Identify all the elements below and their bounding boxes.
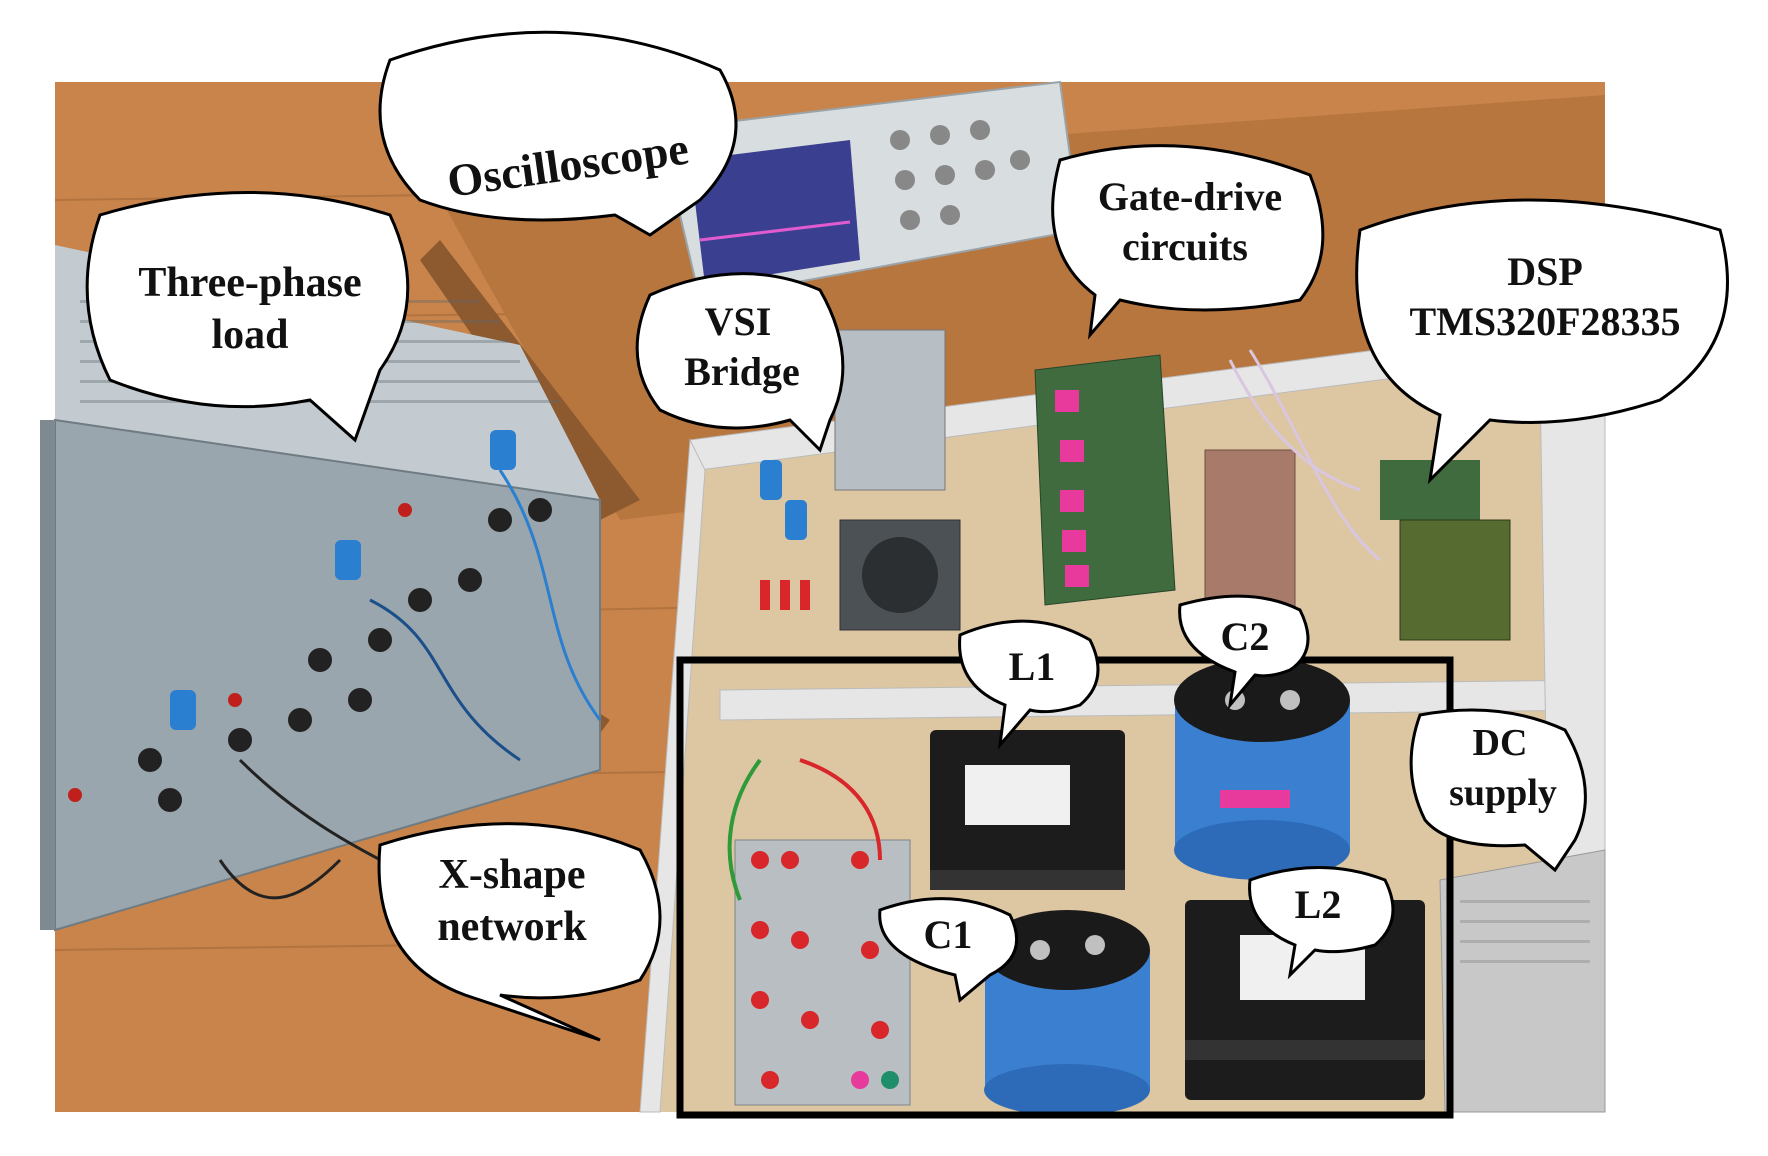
dc-supply-label-line2: supply <box>1449 772 1557 814</box>
dsp-label-line1: DSP <box>1507 249 1583 294</box>
callout-dc-supply: DC supply <box>1409 708 1587 873</box>
inductor-l1 <box>930 730 1125 890</box>
gate-drive-label-line2: circuits <box>1122 224 1248 269</box>
vsi-bridge-module <box>760 329 961 631</box>
callout-dsp: DSP TMS320F28335 <box>1355 198 1729 485</box>
dc-supply-label-line1: DC <box>1473 722 1528 764</box>
callout-c2: C2 <box>1178 594 1310 711</box>
callout-three-phase-load: Three-phase load <box>85 191 410 443</box>
oscilloscope-device <box>658 80 1082 302</box>
x-shape-label-line2: network <box>437 904 587 950</box>
callout-l2: L2 <box>1248 866 1395 980</box>
l2-label: L2 <box>1295 882 1342 927</box>
callout-c1: C1 <box>878 897 1019 1003</box>
callout-vsi-bridge: VSI Bridge <box>635 272 845 453</box>
dsp-board <box>1380 460 1511 641</box>
dsp-label-line2: TMS320F28335 <box>1409 299 1680 344</box>
inductor-l2 <box>1185 900 1425 1100</box>
callout-x-shape-network: X-shape network <box>377 822 662 1042</box>
three-phase-label-line2: load <box>211 312 288 358</box>
capacitor-c2 <box>1174 658 1350 880</box>
x-shape-label-line1: X-shape <box>438 852 585 898</box>
c1-label: C1 <box>924 912 973 957</box>
vsi-label-line2: Bridge <box>684 349 800 394</box>
x-shape-network-board <box>727 758 911 1106</box>
gate-drive-label-line1: Gate-drive <box>1098 174 1282 219</box>
capacitor-c1 <box>984 910 1150 1116</box>
c2-label: C2 <box>1221 614 1270 659</box>
vsi-label-line1: VSI <box>705 299 772 344</box>
callout-l1: L1 <box>958 619 1100 750</box>
callout-gate-drive: Gate-drive circuits <box>1051 144 1325 340</box>
l1-label: L1 <box>1009 644 1056 689</box>
callout-oscilloscope: Oscilloscope <box>378 30 738 237</box>
gate-drive-boards <box>1034 354 1176 606</box>
dc-supply-unit <box>1439 849 1606 1113</box>
three-phase-label-line1: Three-phase <box>138 260 361 306</box>
